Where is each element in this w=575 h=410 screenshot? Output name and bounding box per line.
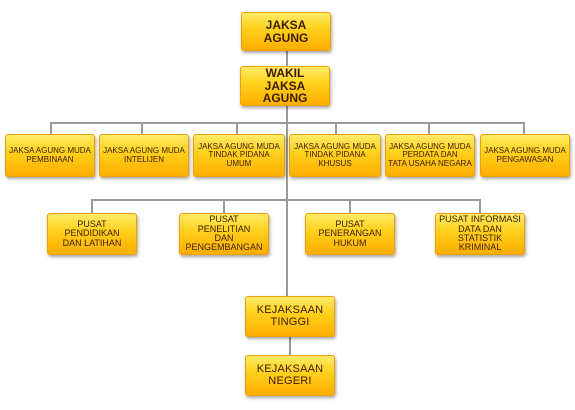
- node-jam-datun-label: JAKSA AGUNG MUDA PERDATA DAN TATA USAHA …: [388, 141, 472, 168]
- node-jam-intelijen: JAKSA AGUNG MUDA INTELIJEN: [99, 134, 189, 177]
- node-kejaksaan-tinggi: KEJAKSAAN TINGGI: [245, 296, 335, 337]
- node-jaksa-agung: JAKSA AGUNG: [241, 12, 331, 51]
- node-pusat-litbang: PUSAT PENELITIAN DAN PENGEMBANGAN: [179, 213, 269, 255]
- node-pusat-datakrim: PUSAT INFORMASI DATA DAN STATISTIK KRIMI…: [435, 213, 525, 255]
- node-kejaksaan-negeri: KEJAKSAAN NEGERI: [245, 355, 335, 396]
- node-pusat-penkum: PUSAT PENERANGAN HUKUM: [305, 213, 395, 255]
- node-kejaksaan-tinggi-label: KEJAKSAAN TINGGI: [256, 303, 324, 328]
- node-jam-pidsus: JAKSA AGUNG MUDA TINDAK PIDANA KHUSUS: [289, 134, 381, 177]
- node-jam-pidum: JAKSA AGUNG MUDA TINDAK PIDANA UMUM: [193, 134, 285, 177]
- node-jam-pengawasan-label: JAKSA AGUNG MUDA PENGAWASAN: [484, 146, 566, 164]
- node-jam-pembinaan: JAKSA AGUNG MUDA PEMBINAAN: [5, 134, 95, 177]
- node-jam-datun: JAKSA AGUNG MUDA PERDATA DAN TATA USAHA …: [385, 134, 475, 177]
- node-jam-pengawasan: JAKSA AGUNG MUDA PENGAWASAN: [480, 134, 570, 177]
- node-wakil-jaksa-agung-label: WAKIL JAKSA AGUNG: [262, 66, 308, 106]
- node-kejaksaan-negeri-label: KEJAKSAAN NEGERI: [256, 362, 324, 387]
- node-jam-pidsus-label: JAKSA AGUNG MUDA TINDAK PIDANA KHUSUS: [294, 141, 376, 168]
- node-jaksa-agung-label: JAKSA AGUNG: [263, 17, 309, 45]
- node-pusat-penkum-label: PUSAT PENERANGAN HUKUM: [318, 218, 382, 248]
- node-jam-intelijen-label: JAKSA AGUNG MUDA INTELIJEN: [103, 146, 185, 164]
- node-pusat-diklat: PUSAT PENDIDIKAN DAN LATIHAN: [47, 213, 137, 255]
- node-jam-pidum-label: JAKSA AGUNG MUDA TINDAK PIDANA UMUM: [198, 141, 280, 168]
- node-wakil-jaksa-agung: WAKIL JAKSA AGUNG: [240, 66, 330, 106]
- node-jam-pembinaan-label: JAKSA AGUNG MUDA PEMBINAAN: [9, 146, 91, 164]
- node-pusat-litbang-label: PUSAT PENELITIAN DAN PENGEMBANGAN: [185, 214, 263, 253]
- node-pusat-datakrim-label: PUSAT INFORMASI DATA DAN STATISTIK KRIMI…: [439, 214, 521, 253]
- node-pusat-diklat-label: PUSAT PENDIDIKAN DAN LATIHAN: [62, 218, 122, 248]
